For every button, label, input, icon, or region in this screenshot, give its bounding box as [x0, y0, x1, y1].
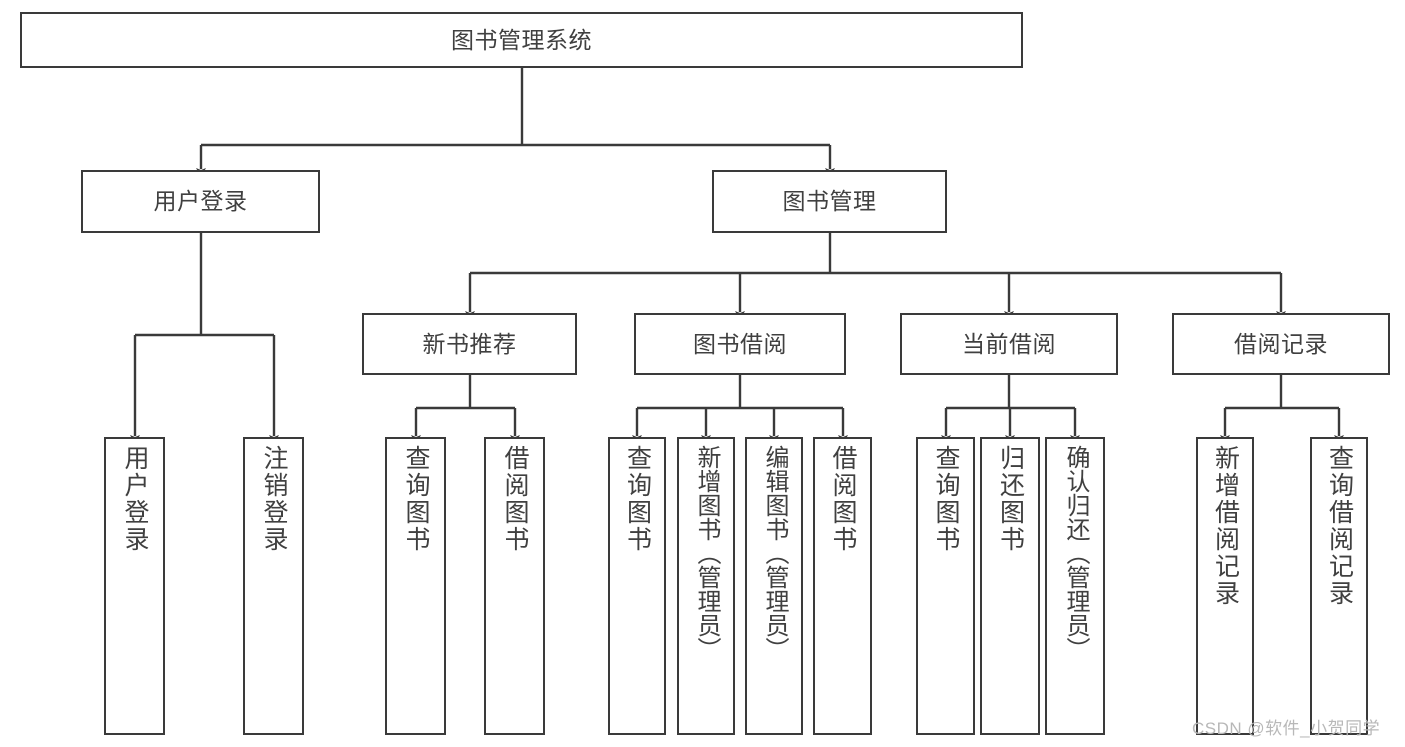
- node-label: 借阅图书: [501, 445, 529, 553]
- node-label: 新书推荐: [422, 330, 517, 357]
- node-leaf-edit-book[interactable]: 编辑图书（管理员）: [745, 437, 803, 735]
- node-leaf-confirm-return[interactable]: 确认归还（管理员）: [1045, 437, 1105, 735]
- node-leaf-logout[interactable]: 注销登录: [243, 437, 304, 735]
- node-label: 注销登录: [260, 445, 288, 553]
- node-label: 查询借阅记录: [1325, 445, 1354, 607]
- node-leaf-borrow-book-1[interactable]: 借阅图书: [484, 437, 545, 735]
- node-label: 图书管理系统: [451, 26, 592, 53]
- node-label: 查询图书: [932, 445, 960, 553]
- node-book-borrow[interactable]: 图书借阅: [634, 313, 846, 375]
- node-label: 图书管理: [782, 188, 877, 215]
- node-label: 确认归还（管理员）: [1062, 445, 1089, 661]
- node-root[interactable]: 图书管理系统: [20, 12, 1023, 68]
- node-label: 借阅图书: [829, 445, 857, 553]
- node-label: 归还图书: [996, 445, 1025, 553]
- node-leaf-user-login[interactable]: 用户登录: [104, 437, 165, 735]
- node-leaf-add-book[interactable]: 新增图书（管理员）: [677, 437, 735, 735]
- node-leaf-query-book-2[interactable]: 查询图书: [608, 437, 666, 735]
- node-label: 用户登录: [121, 445, 149, 553]
- node-current-borrow[interactable]: 当前借阅: [900, 313, 1118, 375]
- csdn-watermark: CSDN @软件_小贺同学: [1192, 719, 1381, 738]
- node-leaf-borrow-book-2[interactable]: 借阅图书: [813, 437, 872, 735]
- node-label: 查询图书: [402, 445, 430, 553]
- node-leaf-query-record[interactable]: 查询借阅记录: [1310, 437, 1368, 735]
- node-user-login[interactable]: 用户登录: [81, 170, 320, 233]
- node-label: 用户登录: [153, 188, 248, 215]
- node-label: 当前借阅: [962, 330, 1056, 357]
- node-book-manage[interactable]: 图书管理: [712, 170, 947, 233]
- node-label: 新增图书（管理员）: [693, 445, 720, 661]
- node-leaf-query-book-1[interactable]: 查询图书: [385, 437, 446, 735]
- node-leaf-return-book[interactable]: 归还图书: [980, 437, 1040, 735]
- node-label: 查询图书: [623, 445, 652, 553]
- node-label: 借阅记录: [1234, 330, 1328, 357]
- connector-lines: [130, 68, 1344, 444]
- node-leaf-add-record[interactable]: 新增借阅记录: [1196, 437, 1254, 735]
- node-label: 编辑图书（管理员）: [761, 445, 788, 661]
- node-borrow-record[interactable]: 借阅记录: [1172, 313, 1390, 375]
- node-new-book-rec[interactable]: 新书推荐: [362, 313, 577, 375]
- node-leaf-query-book-3[interactable]: 查询图书: [916, 437, 975, 735]
- node-label: 图书借阅: [693, 330, 787, 357]
- node-label: 新增借阅记录: [1211, 445, 1240, 607]
